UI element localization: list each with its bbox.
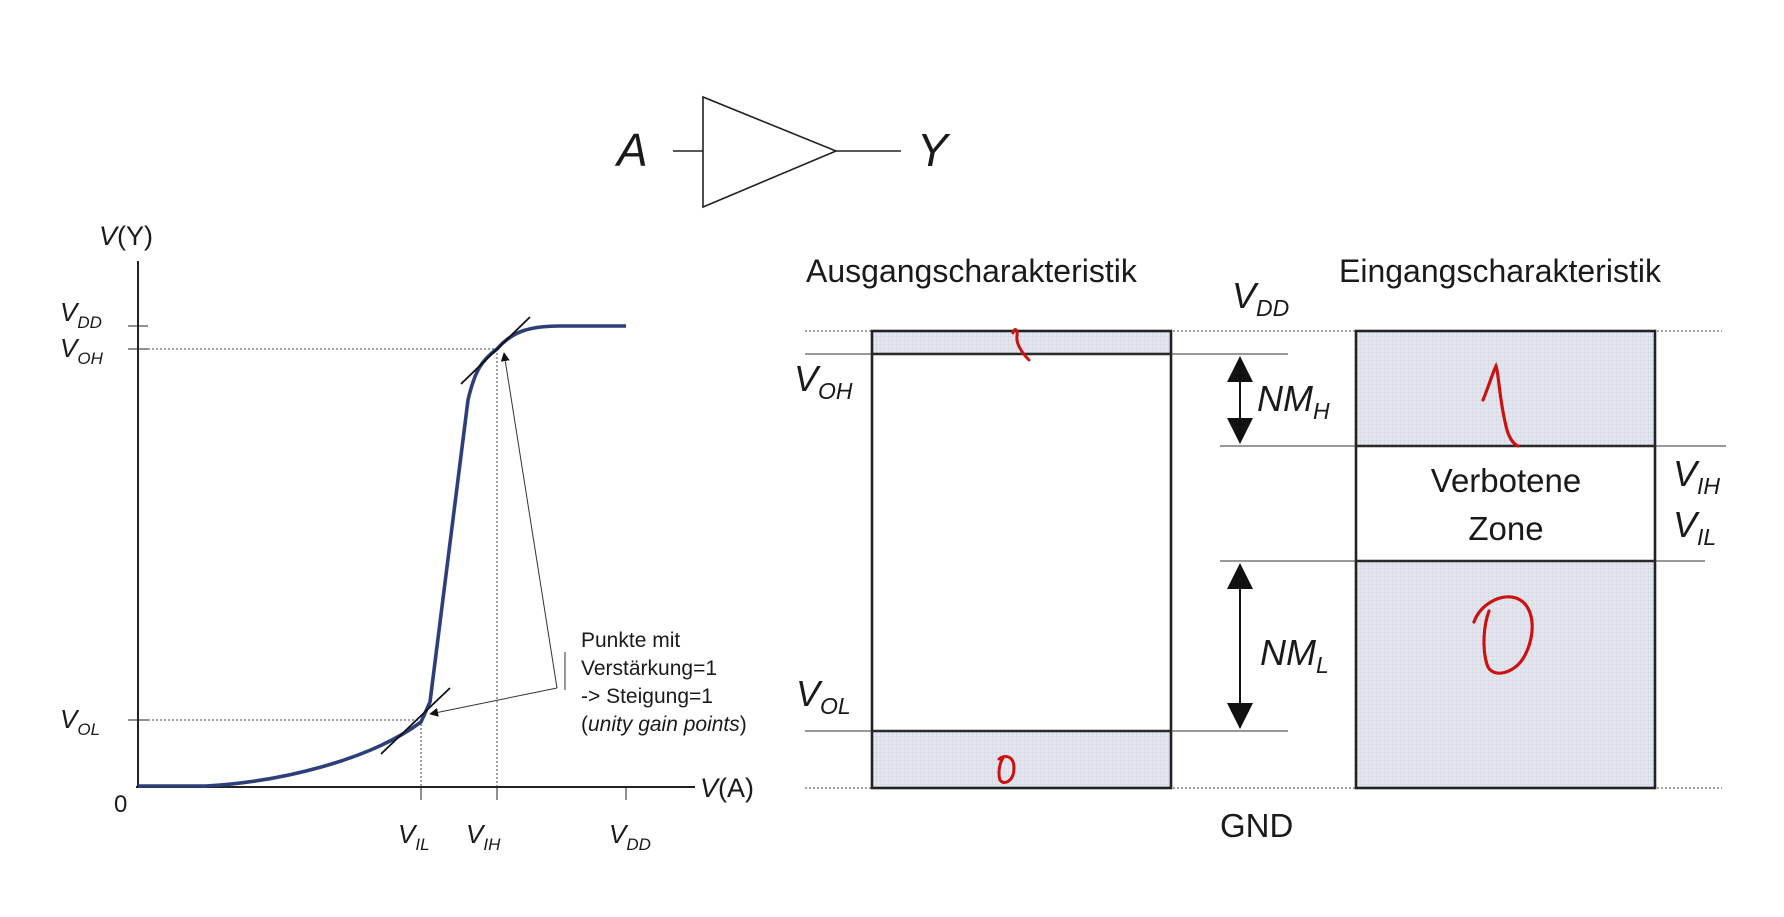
vdd-y-label: VDD bbox=[60, 297, 102, 332]
output-characteristic-box bbox=[870, 329, 1173, 790]
transfer-curve bbox=[138, 324, 626, 788]
input-characteristic-title: Eingangscharakteristik bbox=[1339, 253, 1662, 289]
input-characteristic-box bbox=[1354, 329, 1657, 790]
svg-text:Punkte mit: Punkte mit bbox=[581, 629, 680, 652]
buffer-triangle-icon bbox=[702, 95, 839, 209]
x-axis-label: V(A) bbox=[700, 773, 754, 803]
handwritten-zero-input bbox=[1472, 595, 1534, 675]
pointer-to-low-point bbox=[429, 687, 558, 717]
pointer-to-high-point bbox=[500, 352, 558, 689]
vih-x-label: VIH bbox=[466, 819, 501, 854]
vdd-x-label: VDD bbox=[609, 819, 651, 854]
voh-y-label: VOH bbox=[60, 333, 104, 368]
vil-x-label: VIL bbox=[398, 819, 430, 854]
gnd-label: GND bbox=[1220, 807, 1293, 844]
buffer-input-label: A bbox=[614, 124, 648, 176]
unity-gain-annotation: Punkte mit Verstärkung=1 -> Steigung=1 (… bbox=[581, 629, 747, 736]
nmh-label: NMH bbox=[1257, 378, 1330, 424]
handwritten-one-input bbox=[1481, 361, 1520, 448]
svg-text:(unity gain points): (unity gain points) bbox=[581, 713, 747, 736]
vil-label: VIL bbox=[1673, 504, 1716, 550]
buffer-symbol: A Y bbox=[614, 95, 951, 209]
vdd-label: VDD bbox=[1232, 275, 1289, 321]
nml-label: NML bbox=[1260, 632, 1329, 678]
handwritten-zero-output bbox=[997, 754, 1016, 784]
y-axis-label: V(Y) bbox=[99, 221, 153, 251]
buffer-output-label: Y bbox=[917, 124, 951, 176]
vih-label: VIH bbox=[1673, 453, 1720, 499]
tangent-line-high bbox=[460, 316, 531, 385]
handwritten-one-output bbox=[1011, 328, 1031, 362]
svg-text:-> Steigung=1: -> Steigung=1 bbox=[581, 685, 713, 708]
output-characteristic-title: Ausgangscharakteristik bbox=[806, 253, 1138, 289]
forbidden-zone-line2: Zone bbox=[1468, 510, 1543, 547]
tangent-line-low bbox=[380, 687, 451, 755]
voh-label: VOH bbox=[794, 358, 853, 404]
origin-label: 0 bbox=[114, 791, 127, 818]
vol-label: VOL bbox=[796, 673, 851, 719]
level-characteristics: Ausgangscharakteristik Eingangscharakter… bbox=[794, 253, 1726, 844]
transfer-characteristic-plot: V(Y) V(A) 0 VDD VOH VOL VIL VIH VDD bbox=[60, 221, 754, 854]
forbidden-zone-line1: Verbotene bbox=[1431, 462, 1581, 499]
svg-text:Verstärkung=1: Verstärkung=1 bbox=[581, 657, 717, 680]
vol-y-label: VOL bbox=[60, 704, 100, 739]
